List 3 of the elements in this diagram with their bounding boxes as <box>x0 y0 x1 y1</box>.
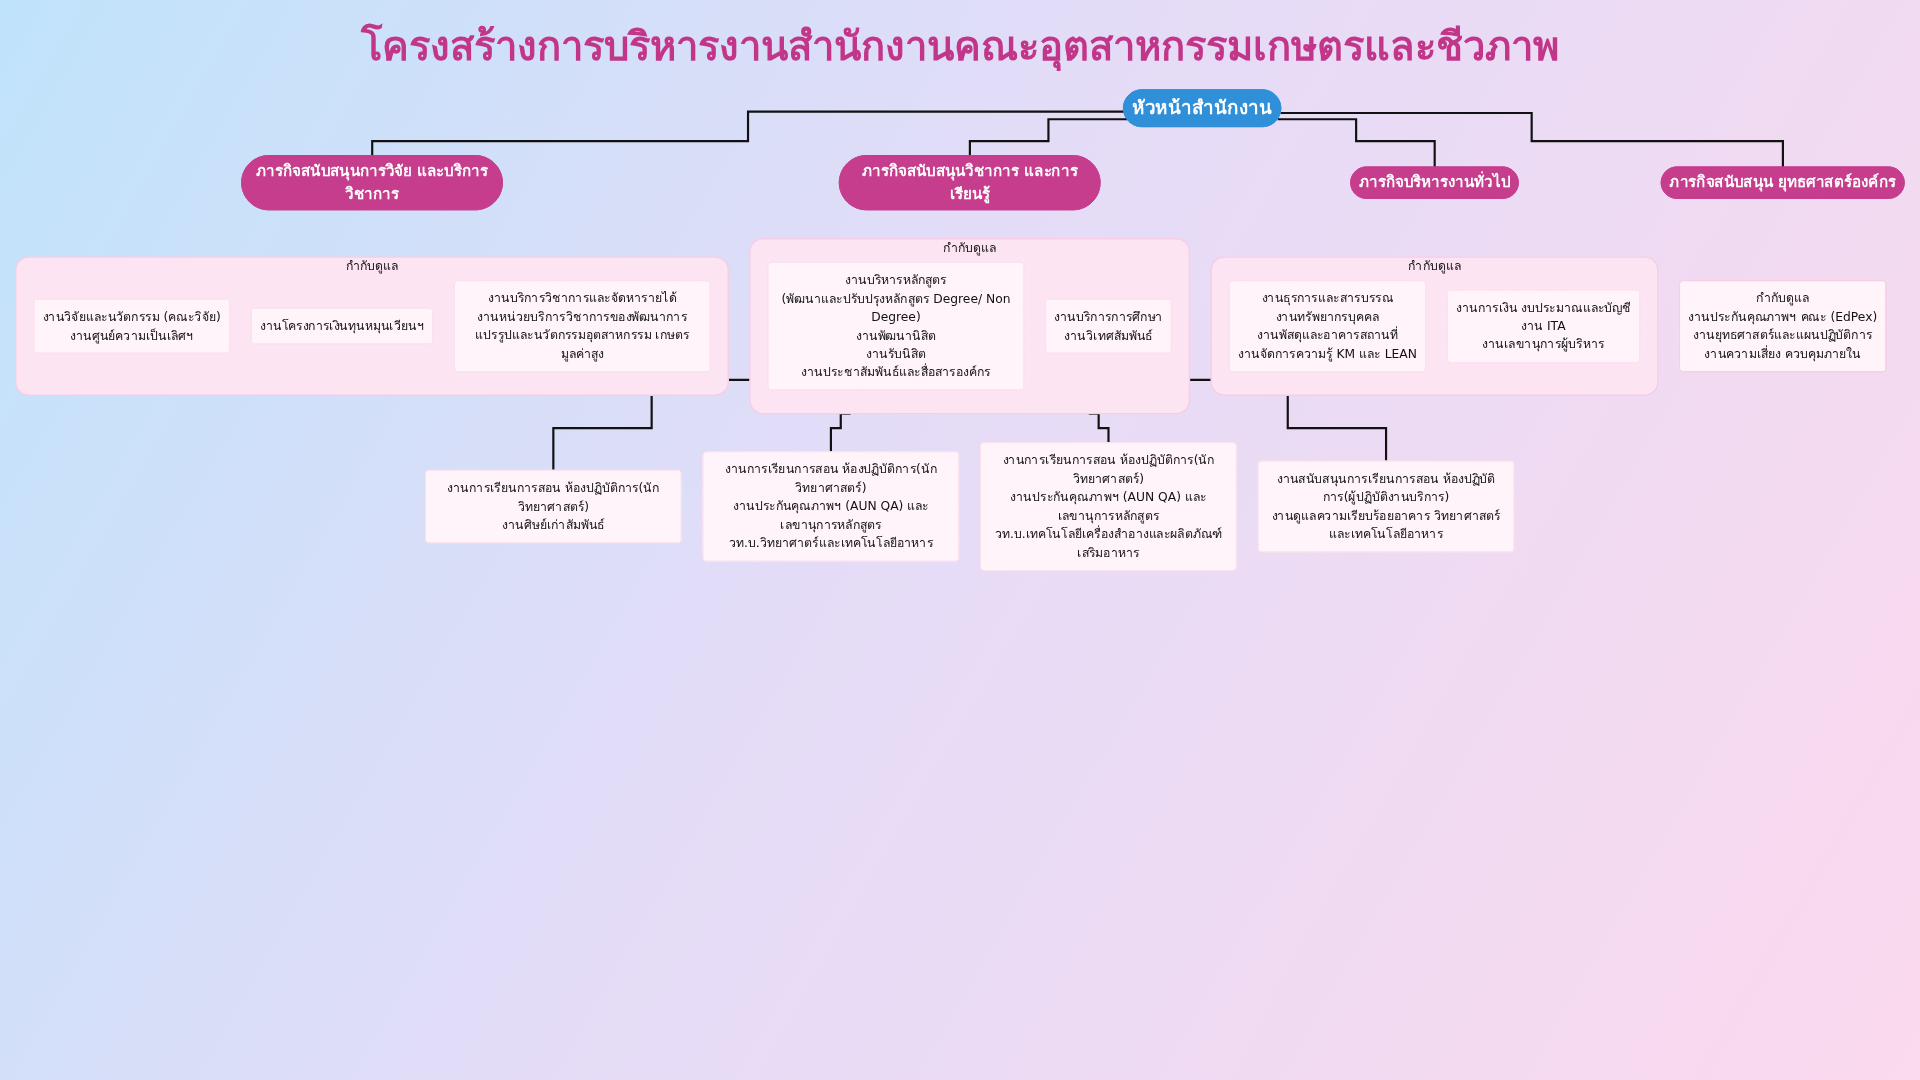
title: โครงสร้างการบริหารงานสำนักงานคณะอุตสาหกรรมเกษตรและชีวภาพ <box>359 22 1560 73</box>
connector <box>968 118 1128 157</box>
connector <box>371 110 1125 157</box>
